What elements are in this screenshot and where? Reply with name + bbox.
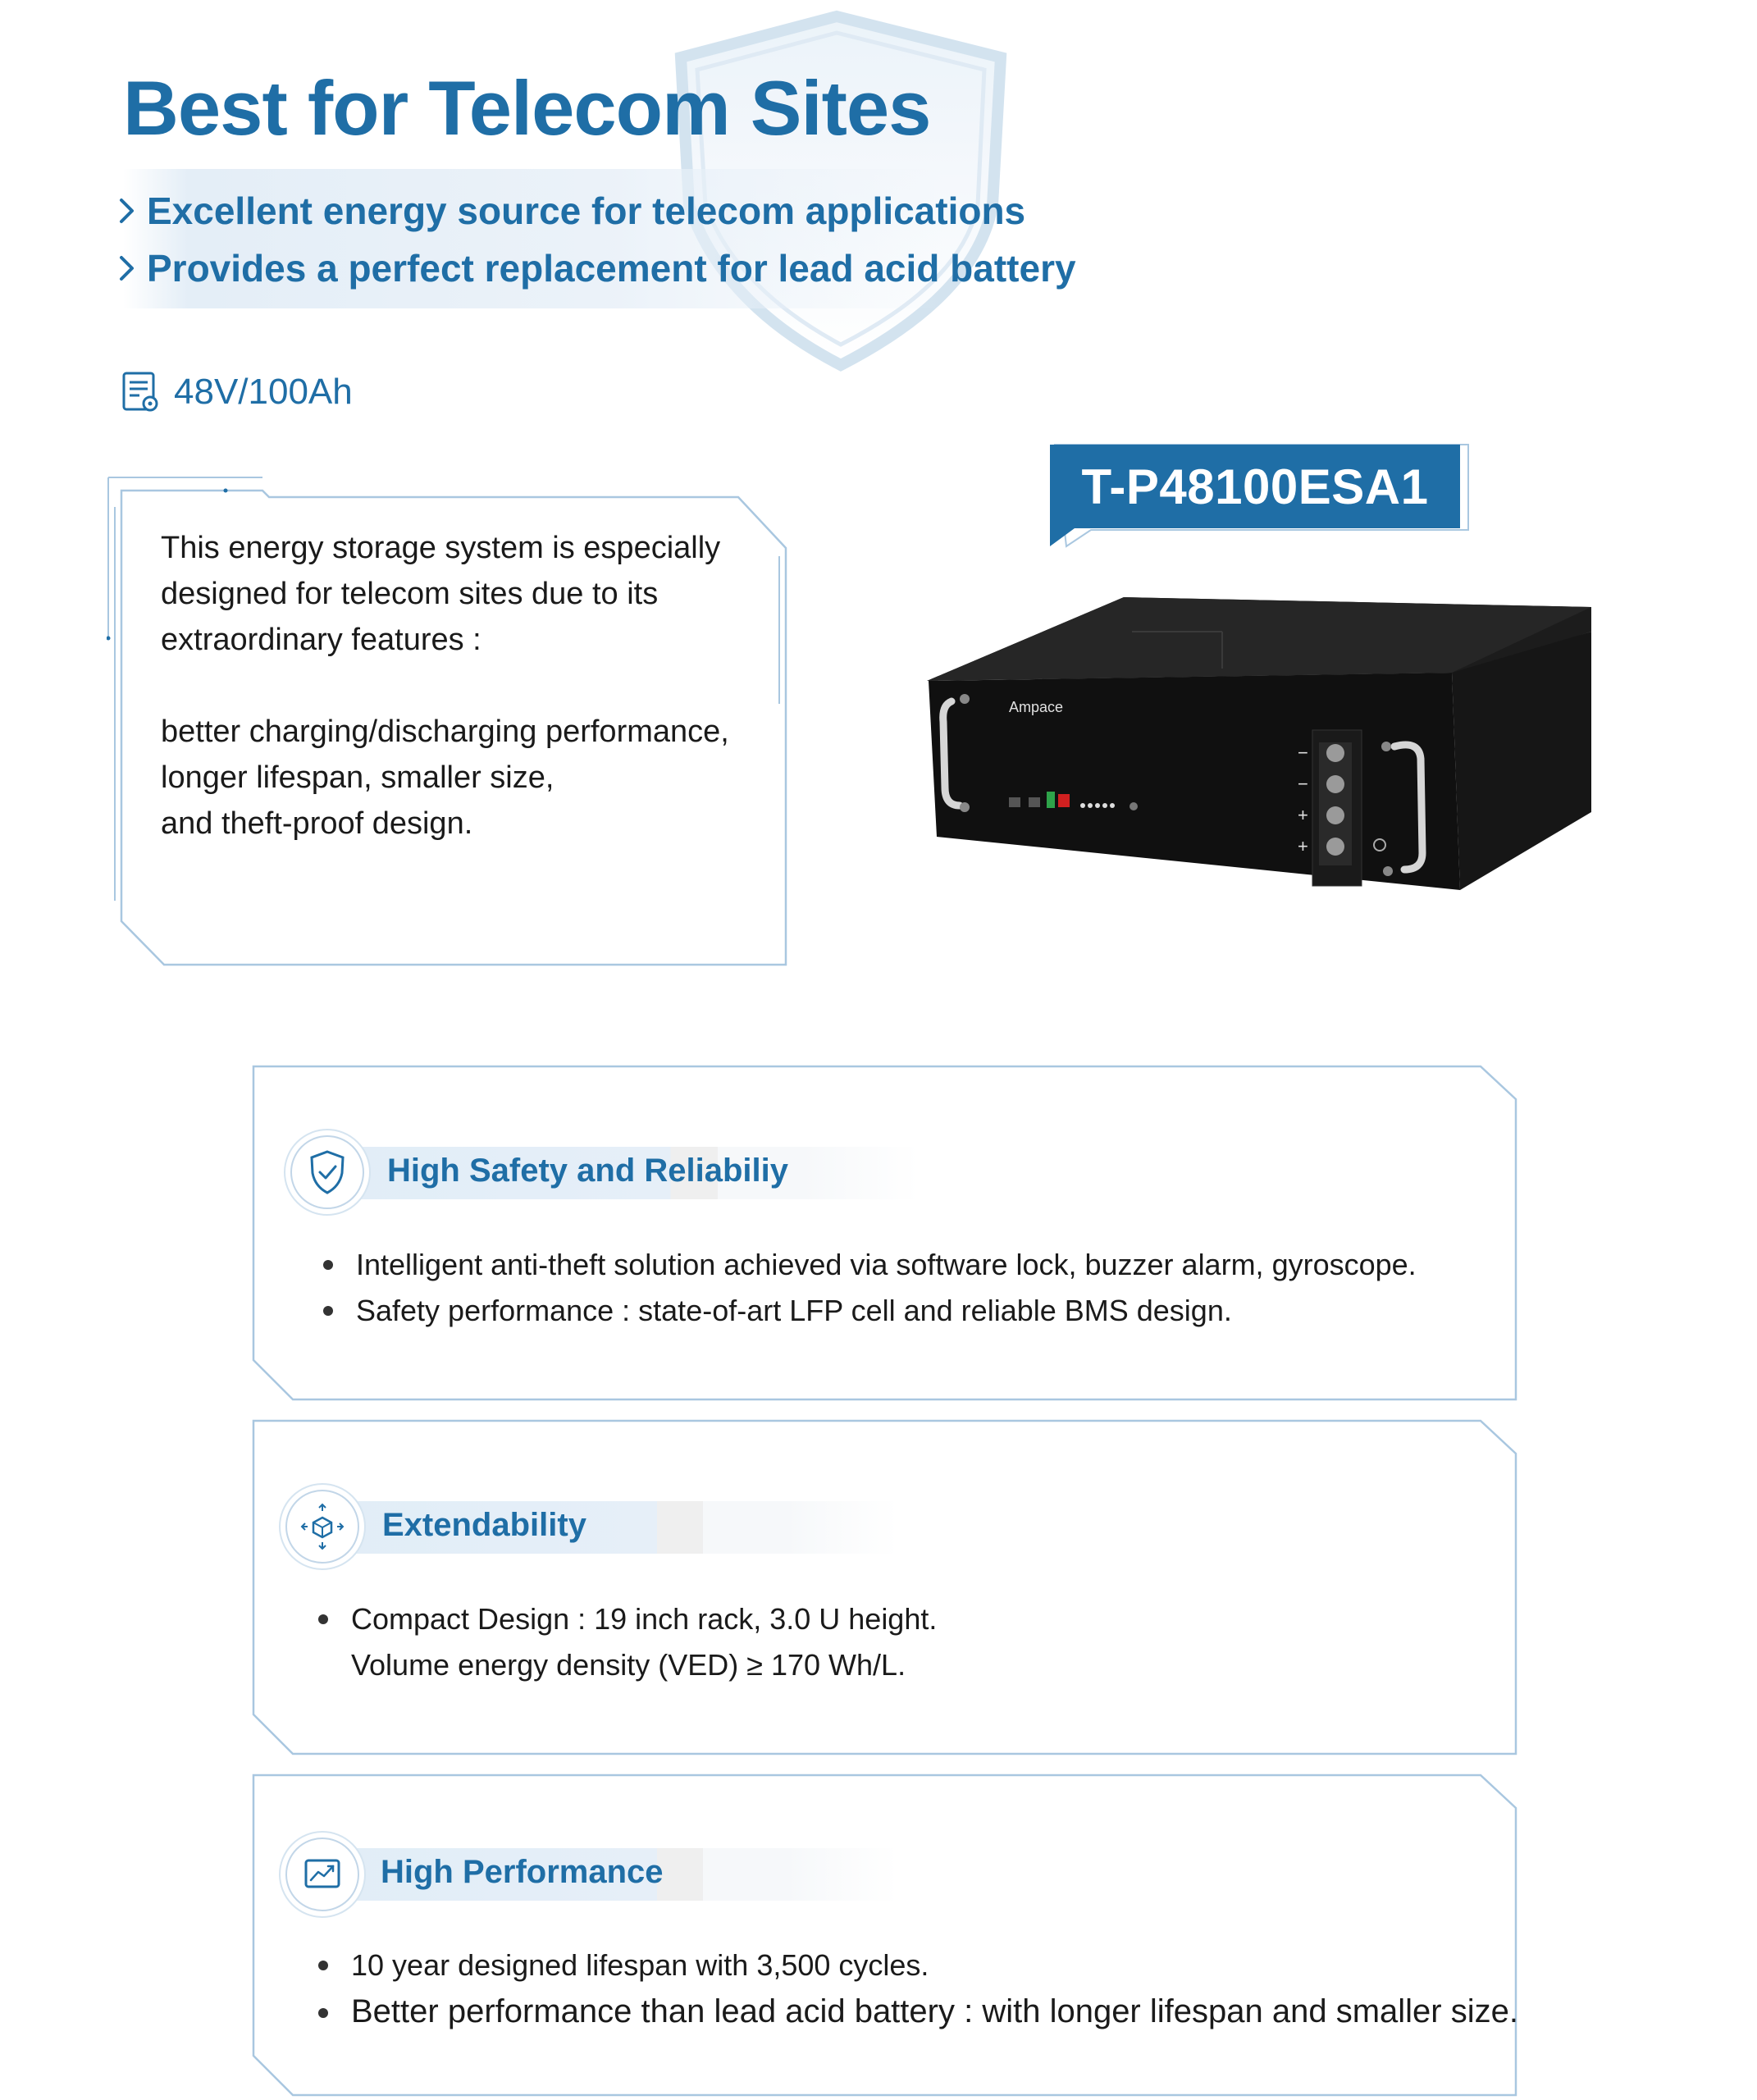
feature-title: High Performance xyxy=(381,1854,664,1890)
description-text: This energy storage system is especially… xyxy=(161,525,784,847)
feature-list: Intelligent anti-theft solution achieved… xyxy=(323,1242,1417,1334)
feature-card-frame xyxy=(252,1419,1517,1755)
terminal-sign: + xyxy=(1298,805,1308,825)
hero-bullet: Provides a perfect replacement for lead … xyxy=(119,240,1076,297)
spec-value: 48V/100Ah xyxy=(174,372,353,412)
model-badge: T-P48100ESA1 xyxy=(1050,445,1460,528)
spec-document-icon xyxy=(122,372,158,412)
description-line: extraordinary features : xyxy=(161,623,481,657)
cube-expand-icon xyxy=(279,1483,366,1570)
list-item: Compact Design : 19 inch rack, 3.0 U hei… xyxy=(318,1596,937,1642)
bullet-highlight-band xyxy=(123,169,943,308)
list-item-continuation: Volume energy density (VED) ≥ 170 Wh/L. xyxy=(351,1648,906,1682)
description-line: longer lifespan, smaller size, xyxy=(161,760,554,795)
chevron-right-icon xyxy=(120,199,134,223)
feature-card-frame xyxy=(252,1774,1517,2097)
chevron-right-icon xyxy=(120,256,134,281)
description-line: designed for telecom sites due to its xyxy=(161,577,659,611)
feature-title: Extendability xyxy=(382,1507,586,1543)
terminal-sign: − xyxy=(1298,774,1308,794)
feature-title-band xyxy=(328,1147,919,1199)
feature-title-band xyxy=(324,1501,898,1554)
page-title: Best for Telecom Sites xyxy=(123,65,931,151)
hero-bullet: Excellent energy source for telecom appl… xyxy=(119,182,1076,240)
trend-chart-icon xyxy=(279,1831,366,1918)
list-item: 10 year designed lifespan with 3,500 cyc… xyxy=(318,1942,1518,1988)
hero-bullets: Excellent energy source for telecom appl… xyxy=(119,182,1076,297)
description-line: and theft-proof design. xyxy=(161,806,473,841)
shield-check-icon xyxy=(284,1129,371,1216)
hero-bullet-text: Provides a perfect replacement for lead … xyxy=(147,247,1076,290)
device-brand-text: Ampace xyxy=(1009,699,1063,715)
list-item: Better performance than lead acid batter… xyxy=(318,1988,1518,2034)
terminal-sign: + xyxy=(1298,836,1308,856)
feature-list: Compact Design : 19 inch rack, 3.0 U hei… xyxy=(318,1596,937,1688)
list-item: Safety performance : state-of-art LFP ce… xyxy=(323,1288,1417,1334)
spec-row: 48V/100Ah xyxy=(121,371,353,413)
feature-list: 10 year designed lifespan with 3,500 cyc… xyxy=(318,1942,1518,2034)
terminal-sign: − xyxy=(1298,742,1308,763)
feature-title-band xyxy=(324,1848,898,1901)
battery-product-image: Ampace − − + + xyxy=(927,597,1591,890)
list-item: Intelligent anti-theft solution achieved… xyxy=(323,1242,1417,1288)
description-card-frame xyxy=(107,477,787,966)
description-line: better charging/discharging performance, xyxy=(161,714,729,749)
description-line: This energy storage system is especially xyxy=(161,531,721,565)
hero-bullet-text: Excellent energy source for telecom appl… xyxy=(147,189,1026,232)
feature-card-frame xyxy=(252,1065,1517,1401)
feature-title: High Safety and Reliabiliy xyxy=(387,1153,789,1189)
